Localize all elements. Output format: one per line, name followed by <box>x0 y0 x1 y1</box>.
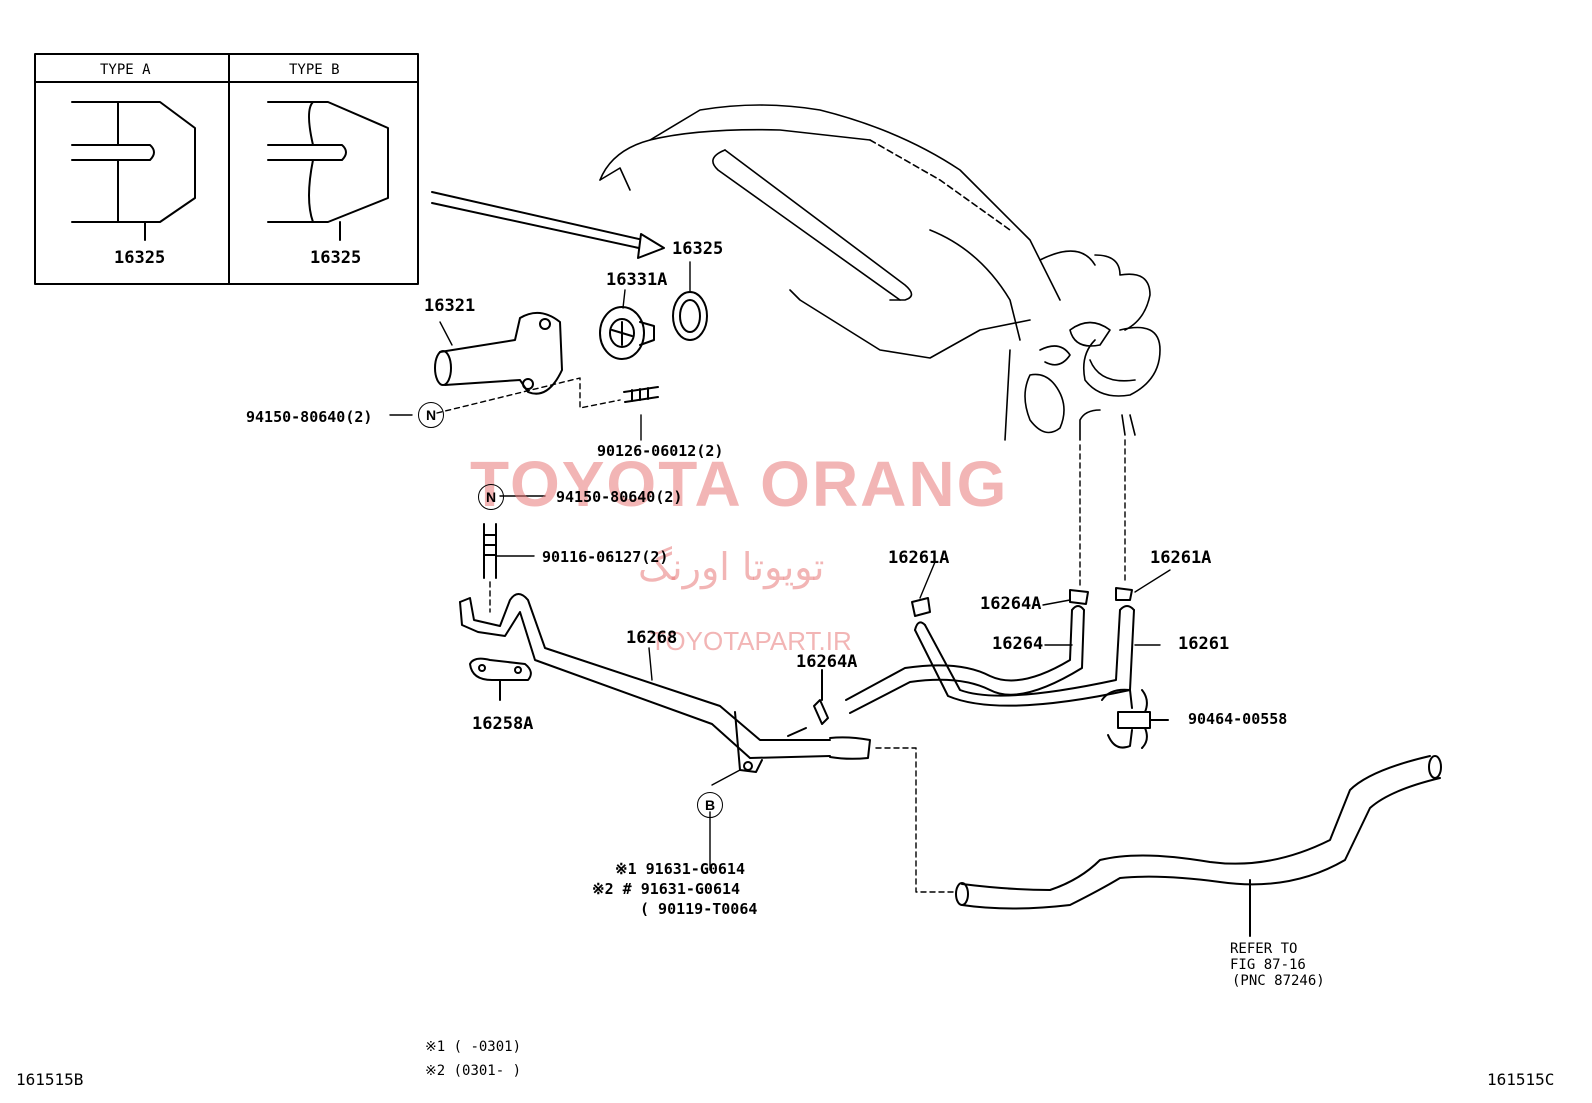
n-symbol-mid: N <box>478 484 504 510</box>
label-16325: 16325 <box>672 239 724 259</box>
label-16261a-right: 16261A <box>1150 548 1212 568</box>
type-a-heading: TYPE A <box>100 62 151 78</box>
label-16268: 16268 <box>626 628 678 648</box>
note-3-part: ( 90119-T0064 <box>640 900 758 918</box>
legend-note-1: ※1 ( -0301) <box>425 1039 522 1055</box>
water-inlet-part <box>434 311 563 395</box>
figure-code-right: 161515C <box>1487 1070 1555 1089</box>
label-16258a: 16258A <box>472 714 534 734</box>
watermark-title: TOYOTA ORANG <box>470 448 1009 520</box>
thermostat-part <box>599 306 655 360</box>
gasket-ring-part <box>672 291 708 341</box>
legend-note-2: ※2 (0301- ) <box>425 1063 522 1079</box>
label-16331a: 16331A <box>606 270 668 290</box>
label-16264a-lower: 16264A <box>796 652 858 672</box>
leader-lines <box>389 261 1171 871</box>
label-90116: 90116-06127(2) <box>542 548 669 566</box>
label-90464: 90464-00558 <box>1188 710 1288 728</box>
hose-clamp-part <box>1101 688 1169 749</box>
b-symbol: B <box>697 792 723 818</box>
refer-line-3: (PNC 87246) <box>1232 973 1325 989</box>
large-hose-part <box>955 755 1442 937</box>
hose-clip-lower <box>813 669 829 725</box>
stud-bolt-part <box>623 386 659 403</box>
type-b-part-number: 16325 <box>310 248 362 268</box>
watermark-url: TOYOTAPART.IR <box>650 626 852 656</box>
dashed-leaders <box>436 377 1126 893</box>
type-inset-box <box>34 53 419 285</box>
note-1-part: ※1 91631-G0614 <box>615 860 745 878</box>
label-90126: 90126-06012(2) <box>597 442 724 460</box>
watermark-persian: تویوتا اورنگ <box>638 545 825 589</box>
note-2-part: ※2 # 91631-G0614 <box>592 880 741 898</box>
label-94150-mid: 94150-80640(2) <box>556 488 683 506</box>
type-b-heading: TYPE B <box>289 62 340 78</box>
water-hoses-part <box>845 587 1135 714</box>
n-symbol-top: N <box>418 402 444 428</box>
gasket-flange-part <box>469 657 532 701</box>
label-16261a-left: 16261A <box>888 548 950 568</box>
pointer-arrow <box>431 191 665 259</box>
label-16264: 16264 <box>992 634 1044 654</box>
stud-bolt-lower-part <box>483 523 497 579</box>
type-a-part-number: 16325 <box>114 248 166 268</box>
refer-line-1: REFER TO <box>1230 941 1298 957</box>
water-pipe-part <box>459 593 871 773</box>
engine-outline <box>599 104 1161 441</box>
refer-line-2: FIG 87-16 <box>1230 957 1306 973</box>
label-16321: 16321 <box>424 296 476 316</box>
label-16264a-right: 16264A <box>980 594 1042 614</box>
label-16261: 16261 <box>1178 634 1230 654</box>
figure-code-left: 161515B <box>16 1070 84 1089</box>
label-94150-top: 94150-80640(2) <box>246 408 373 426</box>
